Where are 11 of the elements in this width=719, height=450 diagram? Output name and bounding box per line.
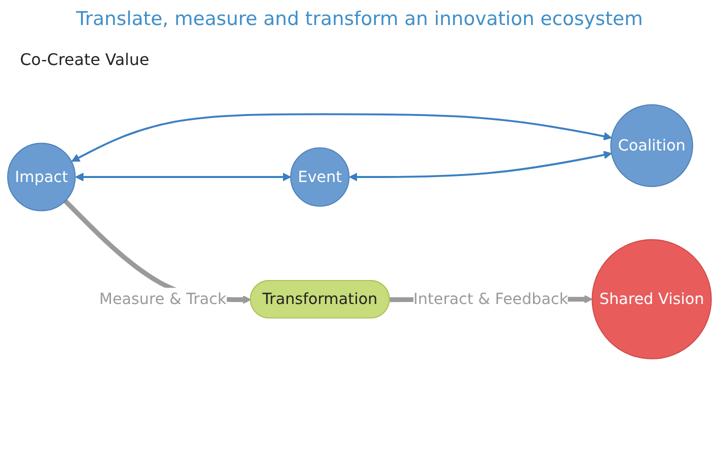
note-label: Co-Create Value [20, 50, 150, 69]
node-circle: Coalition [610, 104, 694, 188]
arrow [349, 151, 612, 182]
edge-label: Measure & Track [99, 290, 226, 308]
arrow [71, 114, 612, 162]
node-circle: Event [290, 148, 350, 207]
node-circle: Impact [7, 143, 76, 212]
node-circle: Shared Vision [592, 239, 712, 360]
edge-label: Interact & Feedback [413, 290, 568, 308]
diagram-title: Translate, measure and transform an innovation ecosystem [75, 8, 644, 30]
arrow [75, 173, 292, 182]
